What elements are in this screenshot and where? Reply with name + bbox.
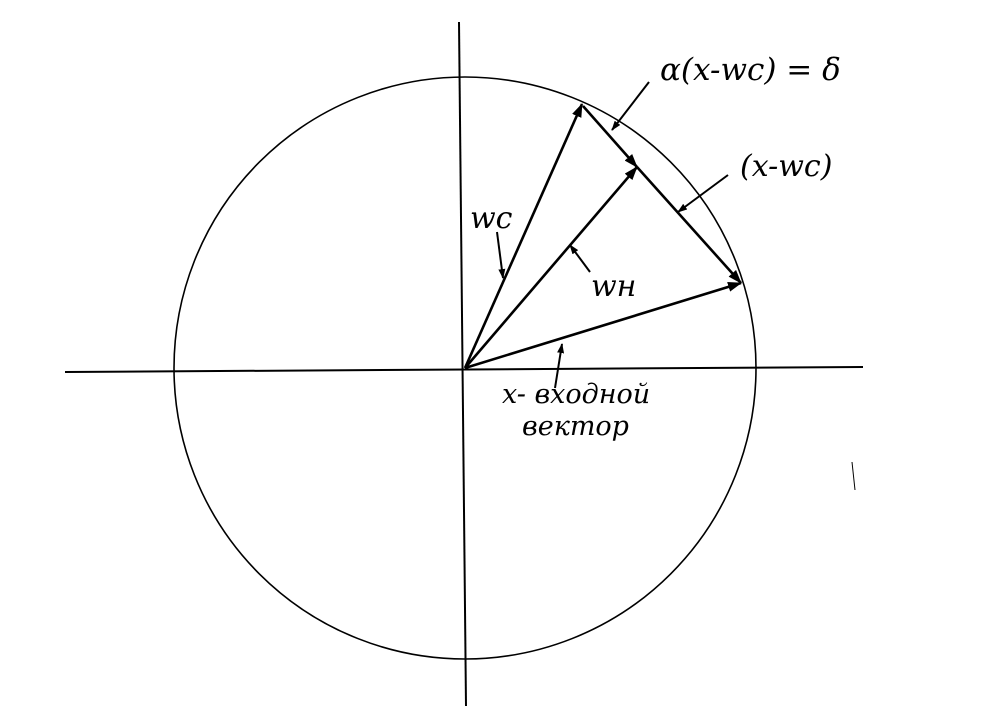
unit-circle xyxy=(173,76,757,660)
label-wn: wн xyxy=(591,269,636,304)
label-x-minus-wc: (x-wс) xyxy=(740,149,832,184)
vector-wn xyxy=(464,166,638,369)
stray-mark xyxy=(851,461,856,491)
pointer-x-input xyxy=(554,343,565,389)
vector-wc xyxy=(463,103,584,369)
x-axis xyxy=(64,366,864,373)
vector-x-minus-wc xyxy=(636,166,742,284)
label-x-input-line2: вектор xyxy=(522,411,629,442)
y-axis xyxy=(458,21,467,707)
label-wc: wс xyxy=(470,201,513,236)
pointer-x-minus-wc xyxy=(677,174,729,213)
vector-alpha-difference xyxy=(582,105,638,168)
label-x-input-line1: x- входной xyxy=(502,379,650,410)
pointer-wn xyxy=(569,244,591,273)
vector-x-input xyxy=(464,281,742,370)
pointer-wc xyxy=(496,231,506,279)
label-alpha-formula: α(x-wс) = δ xyxy=(660,52,841,88)
pointer-alpha-formula xyxy=(611,81,650,131)
